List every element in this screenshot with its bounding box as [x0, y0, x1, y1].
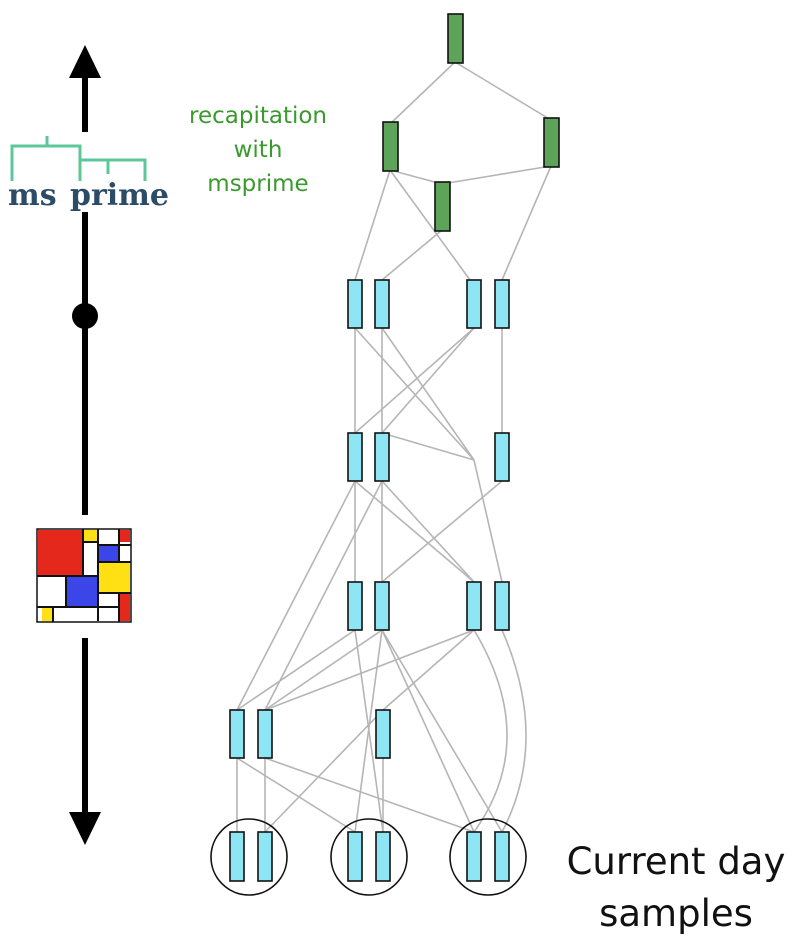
sim-node: [347, 279, 363, 329]
msprime-logo-tree: [10, 136, 147, 181]
sim-node: [257, 709, 273, 759]
recapitation-label-line-1: recapitation: [189, 103, 327, 129]
sample-node: [466, 831, 482, 882]
sim-node: [229, 709, 245, 759]
down-arrow-icon: [69, 812, 101, 845]
sim-node: [466, 581, 482, 631]
up-arrow-icon: [69, 45, 101, 78]
sample-node: [375, 831, 391, 882]
sim-node: [466, 279, 482, 329]
sim-node: [374, 432, 390, 482]
pedigree-edges: [236, 61, 552, 833]
sample-individual-1: [210, 818, 288, 896]
samples-label-line-1: Current day: [567, 840, 786, 883]
sim-node: [494, 432, 510, 482]
msprime-logo-text-prime: prime: [70, 178, 169, 213]
sim-node: [347, 581, 363, 631]
sim-node: [374, 279, 390, 329]
sim-node: [374, 581, 390, 631]
recap-node: [434, 181, 451, 232]
recap-node: [447, 13, 464, 64]
sample-node: [229, 831, 245, 882]
msprime-logo-icon: ms prime: [8, 136, 169, 213]
recapitation-nodes: [382, 13, 560, 232]
recapitation-label-line-3: msprime: [207, 171, 308, 197]
msprime-logo-text-ms: ms: [8, 178, 57, 213]
recap-node: [543, 117, 560, 168]
recapitation-label-line-2: with: [234, 137, 283, 163]
timeline: [69, 45, 101, 845]
recap-node: [382, 121, 399, 172]
timeline-marker: [72, 303, 98, 329]
sample-node: [257, 831, 273, 882]
sim-node: [494, 581, 510, 631]
sample-circles: [210, 818, 527, 896]
simulation-nodes: [229, 279, 510, 882]
sim-node: [494, 279, 510, 329]
sample-node: [494, 831, 510, 882]
sim-node: [375, 709, 391, 759]
sample-node: [347, 831, 363, 882]
slim-logo-icon: [36, 528, 132, 623]
sample-individual-3: [449, 818, 527, 896]
samples-label-line-2: samples: [599, 892, 753, 935]
sim-node: [347, 432, 363, 482]
sample-individual-2: [330, 818, 408, 896]
